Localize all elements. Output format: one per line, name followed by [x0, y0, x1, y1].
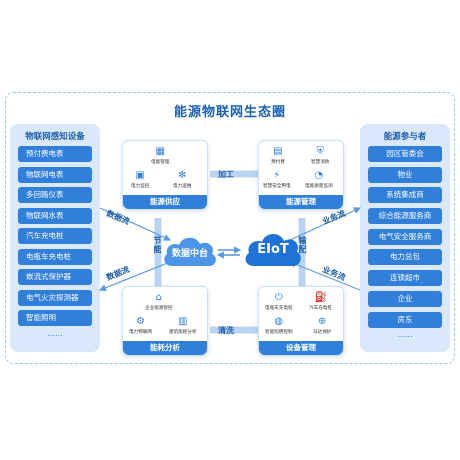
card-item-label: 汽车充电桩 [309, 306, 332, 311]
biz-flow-arrow-upper [289, 207, 362, 241]
card-device-manage[interactable]: ⏻ 电瓶车充电桩 ⛽ 汽车充电桩 ◍ 智能照明控制 ⊕ 马达保护 设备管理 [258, 286, 344, 356]
panel-title: 能源参与者 [383, 132, 427, 142]
card-energy-supply[interactable]: ▦ 电能管理 ▣ 电力监控 ✻ 电力运维 能源供应 [122, 140, 208, 210]
biz-flow-arrow-lower [288, 260, 361, 291]
card-item: ⚙ 电力物联网 [129, 316, 152, 335]
card-item: ◍ 智能照明控制 [265, 316, 293, 335]
list-item[interactable]: 综合能源服务商 [368, 208, 442, 225]
network-icon: ⚙ [136, 316, 145, 327]
cloud-label: EIoT [257, 242, 289, 257]
card-item-label: 电能管理 [151, 160, 170, 165]
card-energy-manage[interactable]: ▤ 预付费 ⛨ 智慧消防 ⚡ 智慧安全用电 ◔ 电能质量监测 能源管理 [258, 140, 344, 210]
list-item[interactable]: 系统集成商 [368, 187, 442, 204]
list-item[interactable]: 预付费电表 [18, 146, 92, 162]
card-footer: 设备管理 [259, 341, 343, 355]
more-indicator: ...... [47, 328, 63, 338]
list-item[interactable]: 电气安全服务商 [368, 228, 442, 245]
card-item: ⚡ 智慧安全用电 [263, 170, 291, 189]
cloud-shape [164, 237, 216, 266]
card-item: ⛽ 汽车充电桩 [309, 292, 332, 311]
list-item[interactable]: 房东 [368, 311, 442, 328]
list-item[interactable]: 企业 [368, 290, 442, 307]
card-item: ✻ 电力运维 [173, 170, 191, 189]
more-indicator: ...... [397, 330, 413, 340]
page-title: 能源物联网生态圈 [173, 105, 286, 120]
flow-label-process: 加工 [218, 170, 234, 179]
fan-icon: ✻ [177, 170, 187, 181]
card-item: ⛨ 智慧消防 [311, 146, 329, 165]
card-footer: 能源管理 [259, 195, 343, 209]
card-footer: 能耗分析 [123, 341, 207, 355]
card-item: ⏻ 电瓶车充电桩 [265, 292, 293, 311]
gauge-icon: ◔ [314, 170, 324, 181]
list-item[interactable]: 电瓶车充电桩 [18, 248, 92, 265]
list-item[interactable]: 电气火灾探测器 [18, 289, 92, 306]
card-item: ⊕ 马达保护 [313, 316, 331, 335]
list-item[interactable]: 物联网水表 [18, 207, 92, 224]
card-item-label: 建筑能耗分析 [169, 330, 197, 335]
card-item-label: 电能质量监测 [305, 184, 333, 189]
card-item: ▥ 建筑能耗分析 [169, 316, 197, 335]
card-energy-analysis[interactable]: ⌂ 企业能源管控 ⚙ 电力物联网 ▥ 建筑能耗分析 能耗分析 [122, 286, 208, 356]
bulb-icon: ◍ [274, 316, 284, 327]
list-item[interactable]: 电力总包 [368, 249, 442, 266]
motor-icon: ⊕ [317, 316, 327, 327]
card-item: ▤ 预付费 [271, 146, 285, 165]
list-item[interactable]: 物业 [368, 166, 442, 183]
data-flow-arrow-lower [98, 261, 171, 292]
plug-icon: ⚡ [273, 170, 281, 181]
shield-icon: ⛨ [316, 146, 324, 157]
monitor-icon: ▣ [135, 170, 145, 181]
card-item-label: 企业能源管控 [145, 306, 173, 311]
card-item-label: 预付费 [271, 160, 285, 165]
card-item-label: 电力物联网 [129, 330, 152, 335]
flow-label-distribute: 输配 [298, 236, 307, 254]
card-item-label: 智能照明控制 [265, 330, 293, 335]
data-platform-cloud[interactable]: 数据中台 [160, 232, 220, 270]
chart-icon: ▥ [178, 316, 188, 327]
card-item: ⌂ 企业能源管控 [145, 292, 173, 311]
list-item[interactable]: 嵌流式保护器 [18, 269, 92, 285]
eiot-cloud[interactable]: EIoT [242, 228, 304, 270]
card-item-label: 电瓶车充电桩 [265, 306, 293, 311]
building-icon: ⌂ [155, 292, 162, 303]
card-item-label: 电力监控 [131, 184, 150, 189]
list-item[interactable]: 多回路仪表 [18, 187, 92, 203]
card-item-label: 智慧安全用电 [263, 184, 291, 189]
card-item: ◔ 电能质量监测 [305, 170, 333, 189]
car-charger-icon: ⛽ [314, 292, 327, 303]
panel-title: 物联网感知设备 [25, 132, 85, 142]
cloud-shape [245, 233, 301, 266]
charger-icon: ⏻ [274, 292, 283, 303]
iot-device-panel: 物联网感知设备 预付费电表 物联网电表 多回路仪表 物联网水表 汽车充电桩 电瓶… [10, 124, 100, 352]
card-icon: ▤ [273, 146, 283, 157]
list-item[interactable]: 物联网电表 [18, 166, 92, 183]
card-item-label: 马达保护 [313, 330, 332, 335]
list-item[interactable]: 智能照明 [18, 310, 92, 326]
card-item: ▣ 电力监控 [131, 170, 149, 189]
cloud-label: 数据中台 [171, 249, 208, 259]
card-footer: 能源供应 [123, 195, 207, 209]
flow-label-clean: 清洗 [218, 326, 234, 335]
meter-icon: ▦ [155, 146, 165, 157]
data-flow-arrow-upper [99, 207, 172, 241]
list-item[interactable]: 连锁超市 [368, 270, 442, 287]
card-item: ▦ 电能管理 [151, 146, 169, 165]
energy-participant-panel: 能源参与者 园区管委会 物业 系统集成商 综合能源服务商 电气安全服务商 电力总… [360, 124, 450, 352]
list-item[interactable]: 园区管委会 [368, 146, 442, 162]
list-item[interactable]: 汽车充电桩 [18, 228, 92, 244]
card-item-label: 智慧消防 [311, 160, 330, 165]
flow-label-save: 节能 [153, 236, 162, 254]
card-item-label: 电力运维 [173, 184, 192, 189]
